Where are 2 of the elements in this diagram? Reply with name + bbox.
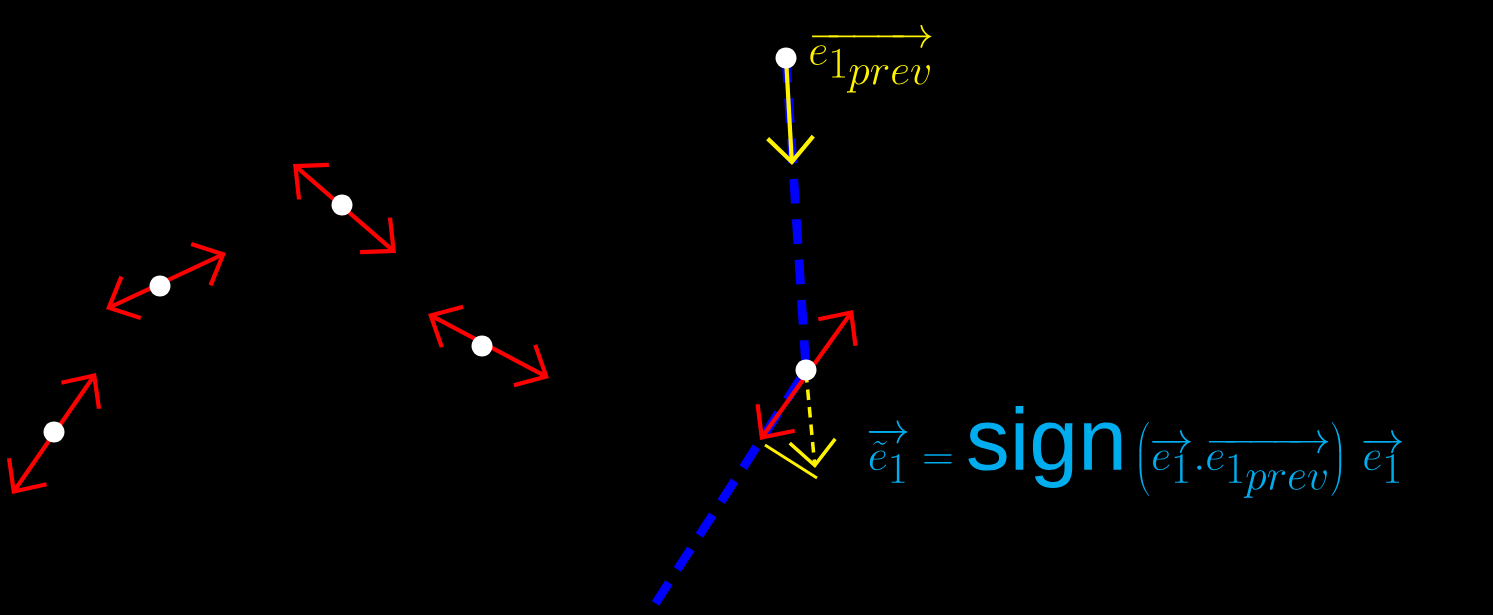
formula: $\overrightarrow{\tilde{e}_1} = \mathrm{sign}\left(\overrightarrow{e_1}.\overrightarrow{e_{1_{prev}}}\right)\,\overrightarrow{e_1}$ <box>868 406 1403 498</box>
formula: $\overrightarrow{e_{1_{prev}}}$ <box>810 25 932 93</box>
